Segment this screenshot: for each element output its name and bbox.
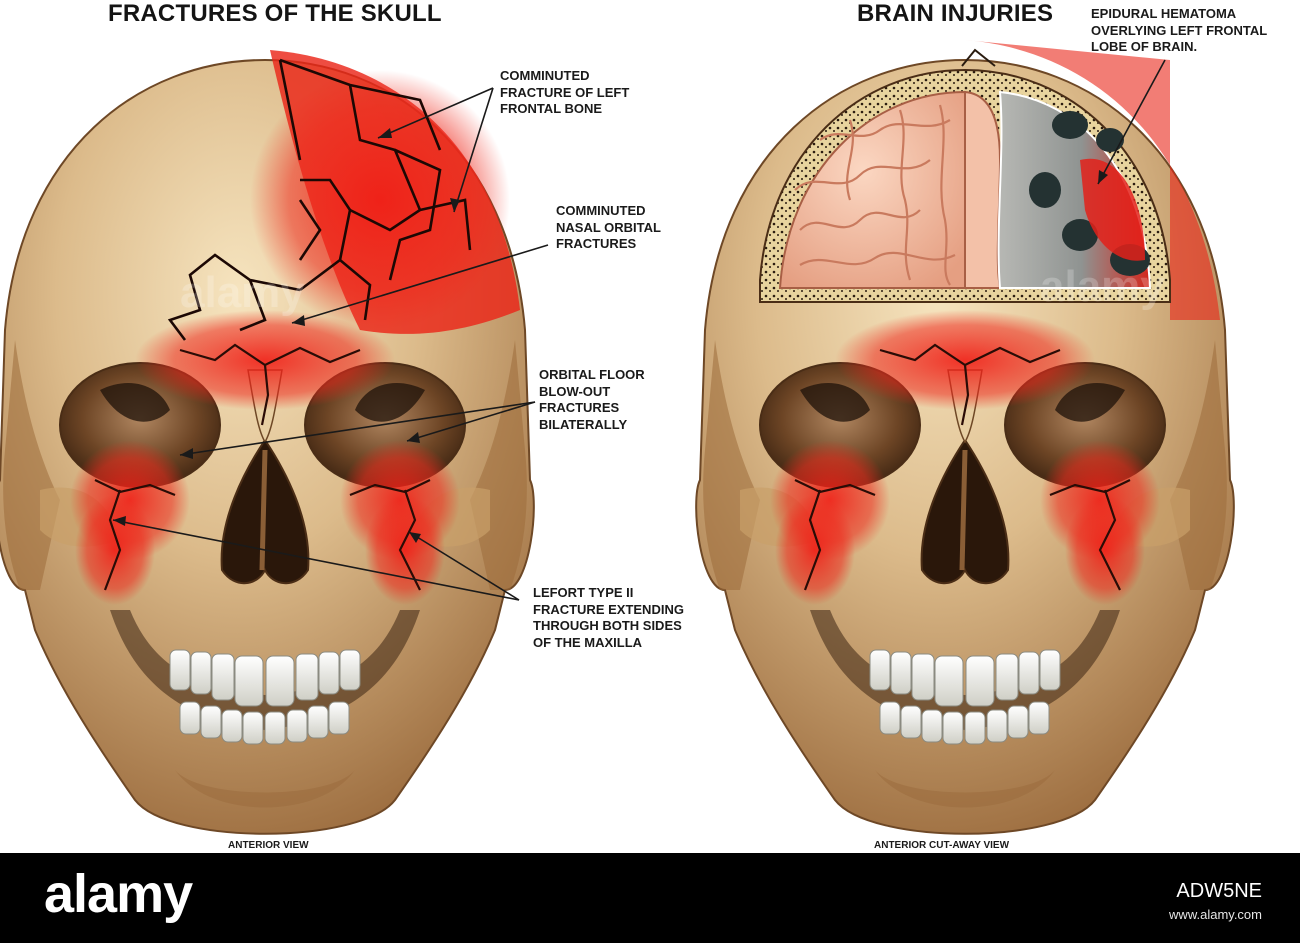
label-frontal-bone-fracture: COMMINUTED FRACTURE OF LEFT FRONTAL BONE — [500, 68, 630, 116]
right-skull — [696, 40, 1234, 834]
medical-illustration — [0, 40, 1300, 853]
left-skull — [0, 50, 534, 834]
title-brain-injuries: BRAIN INJURIES — [857, 0, 1054, 27]
footer-image-id: ADW5NE — [1176, 880, 1262, 902]
footer-logo[interactable]: alamy — [44, 864, 193, 924]
footer-bar: alamy ADW5NE www.alamy.com — [0, 853, 1300, 943]
watermark: alamy — [180, 268, 305, 317]
illustration-stage: FRACTURES OF THE SKULL BRAIN INJURIES CO… — [0, 0, 1300, 853]
label-orbital-floor-fractures: ORBITAL FLOOR BLOW-OUT FRACTURES BILATER… — [539, 367, 645, 432]
label-lefort-fracture: LEFORT TYPE II FRACTURE EXTENDING THROUG… — [533, 585, 684, 650]
leader-arrowheads — [113, 128, 1108, 543]
caption-anterior-cutaway-view: ANTERIOR CUT-AWAY VIEW — [874, 840, 1010, 851]
leader-lines — [112, 59, 1166, 601]
label-nasal-orbital-fractures: COMMINUTED NASAL ORBITAL FRACTURES — [556, 203, 661, 251]
title-fractures-of-skull: FRACTURES OF THE SKULL — [108, 0, 442, 27]
watermark: alamy — [1040, 262, 1165, 311]
footer-url[interactable]: www.alamy.com — [1169, 907, 1262, 922]
caption-anterior-view: ANTERIOR VIEW — [228, 840, 309, 851]
label-epidural-hematoma: EPIDURAL HEMATOMA OVERLYING LEFT FRONTAL… — [1091, 6, 1268, 54]
